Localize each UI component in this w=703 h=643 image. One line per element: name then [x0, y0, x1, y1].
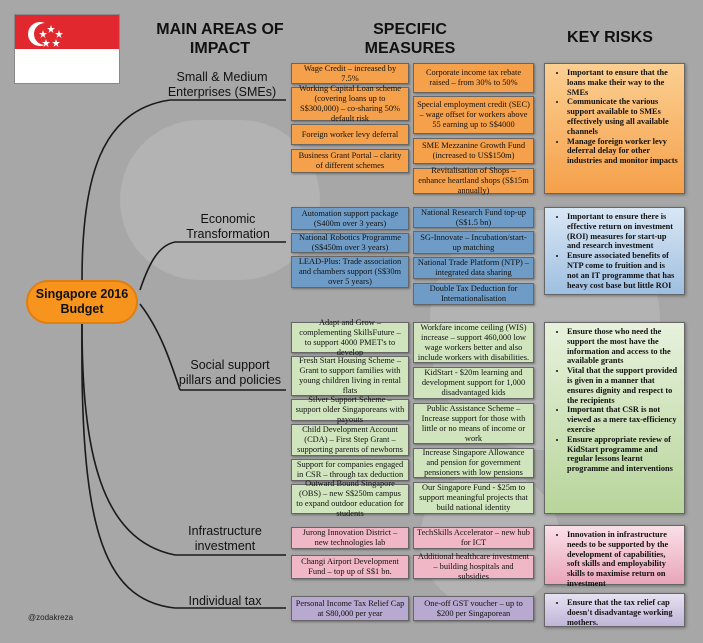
risk-box-individual-tax: Ensure that the tax relief cap doesn't d… — [544, 593, 685, 627]
risk-item: Ensure that the tax relief cap doesn't d… — [567, 598, 678, 627]
risk-box-infrastructure: Innovation in infrastructure needs to be… — [544, 525, 685, 588]
measure-box: Revitalisation of Shops – enhance heartl… — [413, 166, 534, 195]
singapore-flag — [14, 14, 120, 84]
measure-box: Special employment credit (SEC) – wage o… — [413, 96, 534, 134]
risk-item: Manage foreign worker levy deferral dela… — [567, 137, 678, 166]
measure-box: Fresh Start Housing Scheme – Grant to su… — [291, 356, 409, 396]
header-key-risks: KEY RISKS — [567, 29, 653, 46]
measure-box: SG-Innovate – Incubation/start-up matchi… — [413, 231, 534, 254]
header-main-areas: MAIN AREAS OF IMPACT — [156, 21, 284, 57]
measure-box: Jurong Innovation District – new technol… — [291, 527, 409, 549]
risk-item: Communicate the various support availabl… — [567, 97, 678, 136]
measure-box: SME Mezzanine Growth Fund (increased to … — [413, 138, 534, 164]
background-shape — [120, 120, 320, 280]
measure-box: Child Development Account (CDA) – First … — [291, 424, 409, 456]
risk-item: Important to ensure there is effective r… — [567, 212, 678, 251]
measure-box: Our Singapore Fund - $25m to support mea… — [413, 482, 534, 514]
area-label-infrastructure: Infrastructure investment — [188, 524, 262, 553]
measure-box: Corporate income tax rebate raised – fro… — [413, 63, 534, 93]
measure-box: Personal Income Tax Relief Cap at S80,00… — [291, 596, 409, 621]
risk-item: Ensure appropriate review of KidStart pr… — [567, 435, 678, 474]
risk-item: Important to ensure that the loans make … — [567, 68, 678, 97]
risk-item: Innovation in infrastructure needs to be… — [567, 530, 678, 589]
risk-item: Ensure those who need the support the mo… — [567, 327, 678, 366]
risk-item: Vital that the support provided is given… — [567, 366, 678, 405]
risk-item: Ensure associated benefits of NTP come t… — [567, 251, 678, 290]
measure-box: Adapt and Grow – complementing SkillsFut… — [291, 318, 409, 357]
measure-box: Increase Singapore Allowance and pension… — [413, 448, 534, 478]
risk-box-social-support: Ensure those who need the support the mo… — [544, 322, 685, 514]
measure-box: Wage Credit – increased by 7.5% — [291, 63, 409, 84]
measure-box: Additional healthcare investment – build… — [413, 552, 534, 581]
risk-box-smes: Important to ensure that the loans make … — [544, 63, 685, 194]
measure-box: Changi Airport Development Fund – top up… — [291, 555, 409, 579]
area-label-smes: Small & Medium Enterprises (SMEs) — [167, 70, 277, 99]
measure-box: Public Assistance Scheme – Increase supp… — [413, 403, 534, 444]
area-label-individual-tax: Individual tax — [188, 594, 262, 608]
measure-box: National Research Fund top-up (S$1.5 bn) — [413, 207, 534, 228]
measure-box: National Trade Platform (NTP) – integrat… — [413, 257, 534, 279]
measure-box: Silver Support Scheme – support older Si… — [291, 395, 409, 424]
area-label-social-support: Social support pillars and policies — [178, 358, 282, 387]
center-node-budget: Singapore 2016 Budget — [26, 280, 138, 324]
measure-box: One-off GST voucher – up to $200 per Sin… — [413, 596, 534, 621]
author-credit: @zodakreza — [28, 613, 74, 622]
measure-box: Foreign worker levy deferral — [291, 124, 409, 145]
risk-box-economic-transformation: Important to ensure there is effective r… — [544, 207, 685, 295]
measure-box: LEAD-Plus: Trade association and chamber… — [291, 256, 409, 288]
measure-box: TechSkills Accelerator – new hub for ICT — [413, 527, 534, 549]
area-label-economic-transformation: Economic Transformation — [186, 212, 270, 241]
measure-box: Working Capital Loan scheme (covering lo… — [291, 84, 409, 123]
measure-box: Workfare income ceiling (WIS) increase –… — [413, 322, 534, 363]
measure-box: Automation support package (S400m over 3… — [291, 207, 409, 230]
measure-box: Outward Bound Singapore (OBS) – new S$25… — [291, 479, 409, 518]
risk-item: Important that CSR is not viewed as a me… — [567, 405, 678, 434]
measure-box: KidStart - $20m learning and development… — [413, 367, 534, 399]
measure-box: National Robotics Programme (S$450m over… — [291, 233, 409, 253]
measure-box: Double Tax Deduction for Internationalis… — [413, 283, 534, 305]
measure-box: Support for companies engaged in CSR – t… — [291, 459, 409, 481]
measure-box: Business Grant Portal – clarity of diffe… — [291, 149, 409, 173]
header-specific-measures: SPECIFIC MEASURES — [364, 21, 456, 57]
